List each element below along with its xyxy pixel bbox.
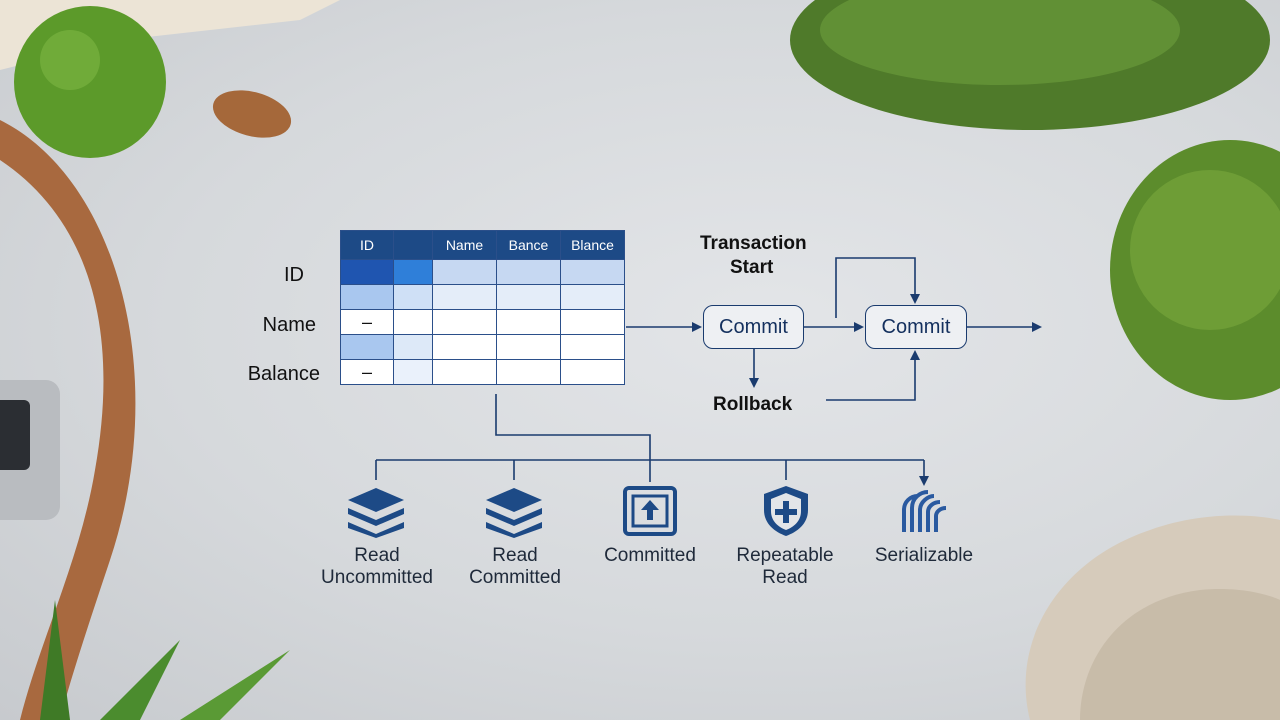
table-cell	[496, 334, 561, 360]
table-row	[340, 284, 625, 310]
table-cell	[560, 334, 625, 360]
table-cell	[496, 284, 561, 310]
isolation-label-line: Committed	[469, 567, 561, 588]
table-cell	[560, 359, 625, 385]
isolation-label-line: Uncommitted	[321, 567, 433, 588]
table-cell	[393, 359, 433, 385]
row-label-name: Name	[262, 314, 316, 336]
table-cell	[340, 259, 394, 285]
isolation-label-read-committed: Read Committed	[440, 545, 590, 589]
table-cell	[432, 334, 497, 360]
isolation-label-line: Committed	[604, 545, 696, 566]
rollback-label: Rollback	[713, 394, 793, 415]
data-table: ID Name Bance Blance –	[340, 230, 625, 385]
table-row	[340, 334, 625, 360]
row-label-balance: Balance	[247, 363, 320, 385]
commit-node-2: Commit	[865, 305, 967, 349]
isolation-label-read-uncommitted: Read Uncommitted	[302, 545, 452, 589]
row-label-id: ID	[284, 264, 304, 286]
shield-plus-icon	[764, 486, 808, 536]
table-cell-dash: –	[340, 359, 394, 385]
table-cell	[560, 259, 625, 285]
table-cell	[432, 284, 497, 310]
table-row: –	[340, 309, 625, 335]
stacked-stripes-icon	[902, 490, 947, 532]
header-cell-name: Name	[432, 230, 497, 260]
table-cell-dash: –	[340, 309, 394, 335]
table-cell	[393, 284, 433, 310]
header-cell-blank	[393, 230, 433, 260]
upload-box-icon	[623, 486, 677, 536]
isolation-label-serializable: Serializable	[849, 545, 999, 567]
table-cell	[393, 309, 433, 335]
isolation-label-line: Repeatable	[736, 545, 834, 566]
table-cell	[432, 359, 497, 385]
header-cell-id: ID	[340, 230, 394, 260]
layers-icon	[348, 488, 404, 538]
table-cell	[560, 309, 625, 335]
transaction-start-label-line1: Transaction	[700, 233, 807, 254]
isolation-label-repeatable-read: Repeatable Read	[710, 545, 860, 589]
header-cell-blance: Blance	[560, 230, 625, 260]
isolation-label-line: Serializable	[874, 545, 974, 566]
isolation-label-line: Read	[762, 567, 808, 588]
table-cell	[560, 284, 625, 310]
commit-node-1: Commit	[703, 305, 804, 349]
isolation-label-line: Read	[354, 545, 400, 566]
table-cell	[496, 359, 561, 385]
table-row	[340, 259, 625, 285]
header-cell-bance: Bance	[496, 230, 561, 260]
table-cell	[340, 284, 394, 310]
transaction-start-label-line2: Start	[730, 257, 774, 278]
table-row: –	[340, 359, 625, 385]
isolation-label-line: Read	[492, 545, 538, 566]
table-header-row: ID Name Bance Blance	[340, 230, 625, 260]
table-cell	[496, 309, 561, 335]
isolation-label-committed: Committed	[575, 545, 725, 567]
layers-icon	[486, 488, 542, 538]
